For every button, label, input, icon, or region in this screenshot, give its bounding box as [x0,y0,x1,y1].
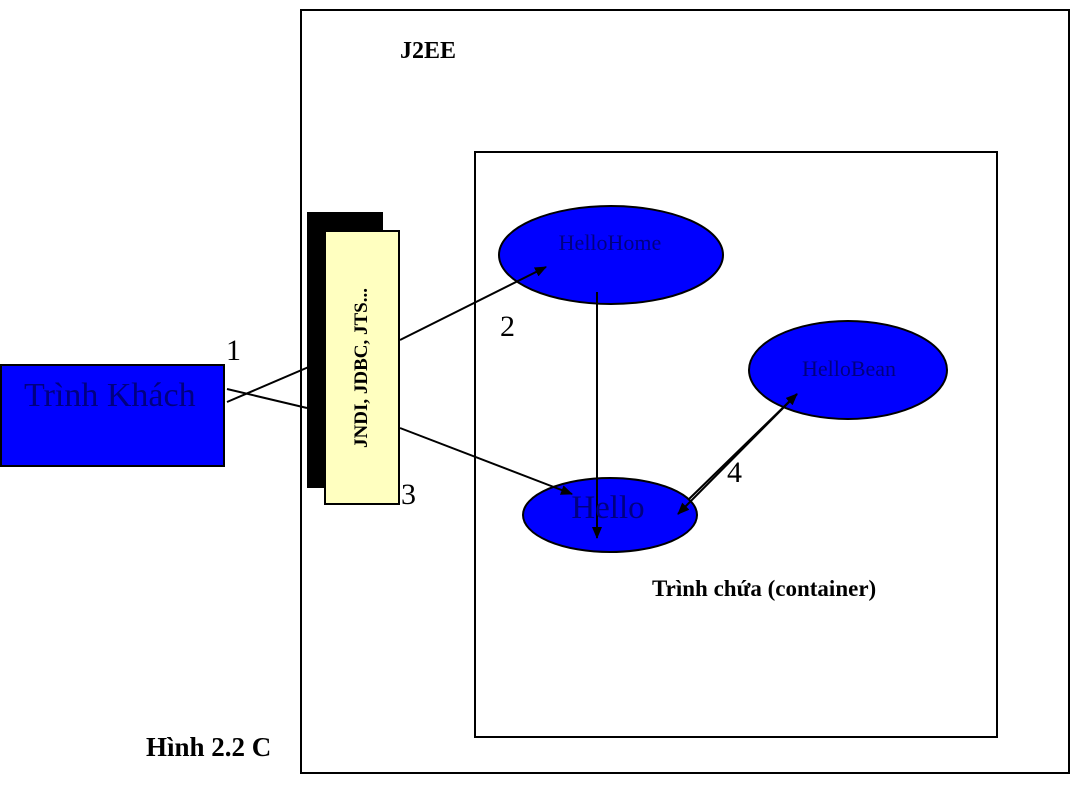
client-label: Trình Khách [24,377,196,414]
connector-client-upper [226,365,312,403]
hellobean-node [748,320,948,420]
step-number-4: 4 [727,456,742,489]
hellohome-node [498,205,724,305]
api-services-bar [324,230,400,505]
j2ee-title: J2EE [400,38,457,64]
container-title: Trình chứa (container) [652,576,877,601]
step-number-2: 2 [500,310,515,343]
container-box [474,151,998,738]
figure-caption: Hình 2.2 C [146,732,272,762]
hello-label: Hello [571,490,645,526]
hellohome-label: HelloHome [558,230,662,255]
arrow-step-2 [399,266,547,341]
arrow-step-4-to-hello [677,393,798,515]
hello-node [522,477,698,553]
connector-client-lower [226,388,308,409]
step-number-1: 1 [226,334,241,367]
client-box [0,364,225,467]
hellobean-label: HelloBean [801,356,897,381]
api-services-label: JNDI, JDBC, JTS... [351,288,372,448]
arrow-step-3 [399,427,573,495]
step-number-3: 3 [401,478,416,511]
